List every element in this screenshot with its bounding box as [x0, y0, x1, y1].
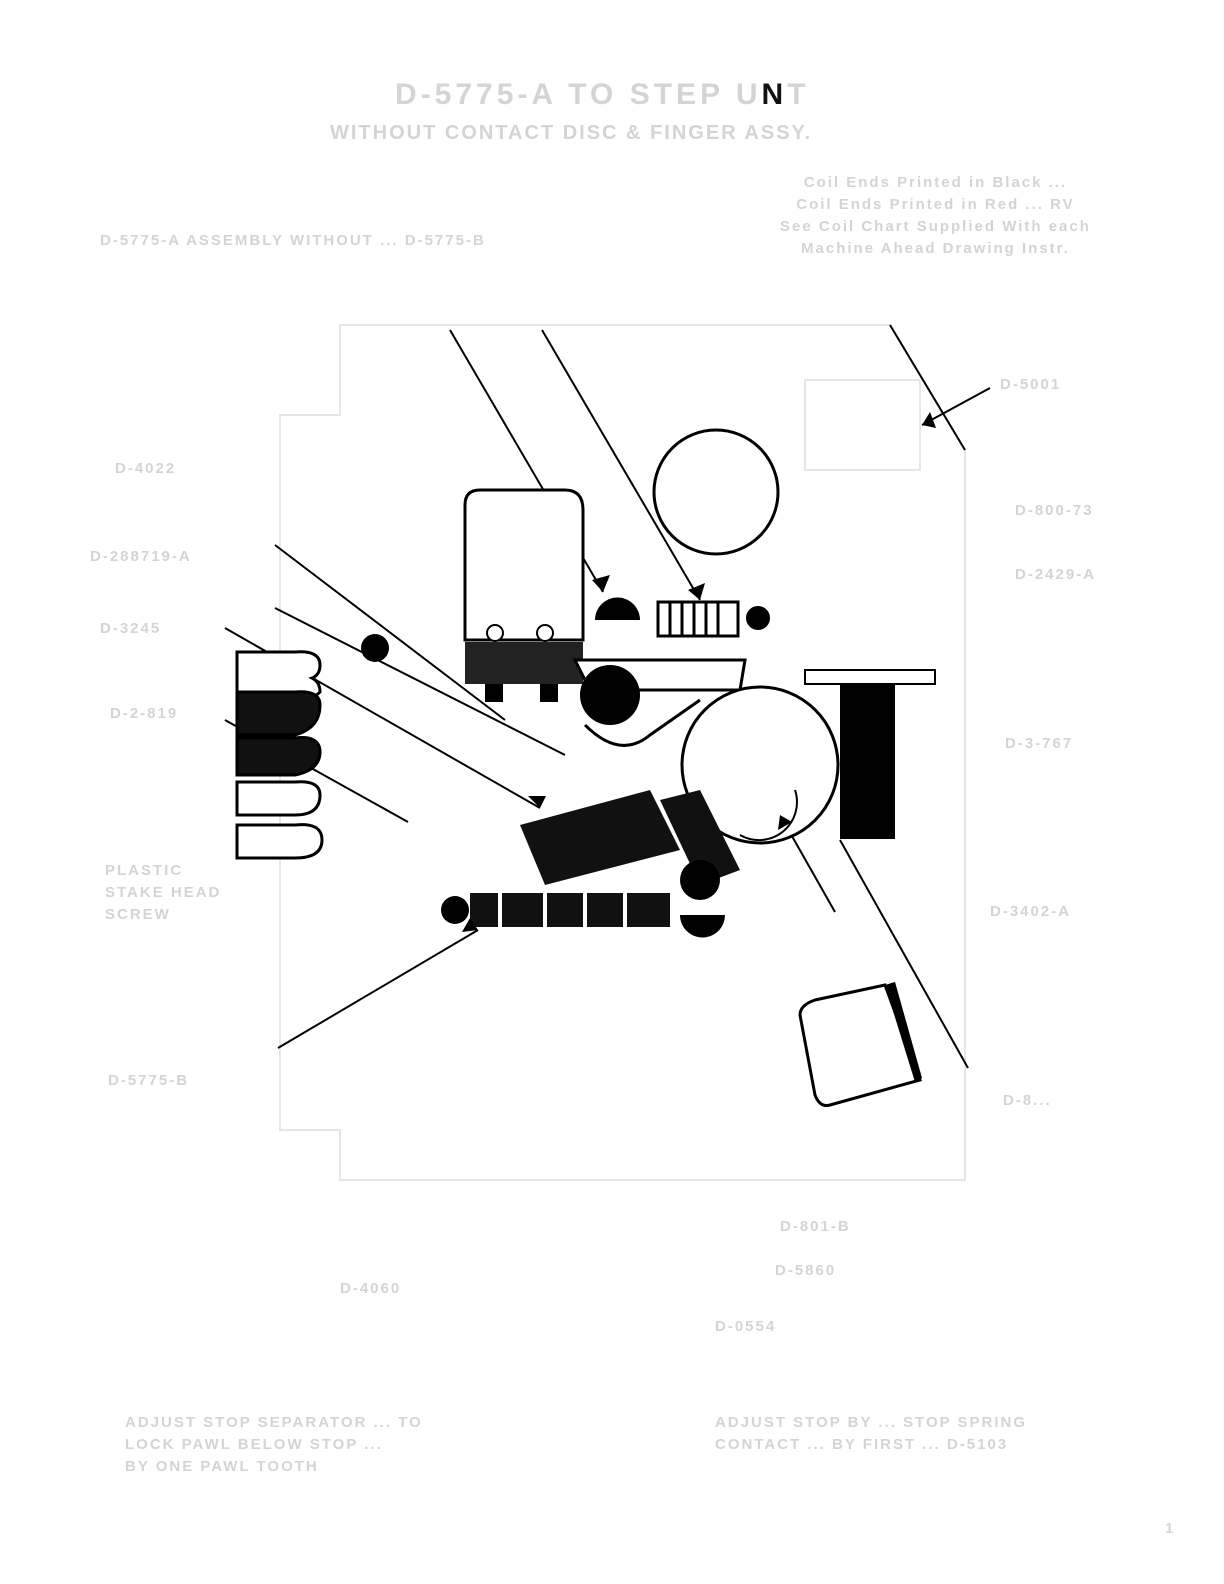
coil-note: Coil Ends Printed in Black ... Coil Ends…: [780, 174, 1091, 257]
spring-upper: [595, 597, 770, 638]
pawl-block: [520, 790, 740, 900]
left-note: D-5775-A ASSEMBLY WITHOUT ... D-5775-B: [100, 232, 486, 249]
bracket-plate: [804, 669, 936, 685]
label-bottom-2: D-801-B: [780, 1218, 851, 1235]
label-right-4: D-3-767: [1005, 735, 1074, 752]
label-right-5: D-3402-A: [990, 903, 1072, 920]
page-title: D-5775-A TO STEP UNT: [395, 78, 810, 111]
label-right-2: D-800-73: [1015, 502, 1094, 519]
armature: [572, 658, 747, 747]
pivot-dot: [361, 634, 389, 662]
disc-arc: [739, 789, 798, 842]
label-right-1: D-5001: [1000, 376, 1062, 393]
bracket: [840, 684, 895, 839]
spring-lower: [441, 893, 725, 938]
label-left-3: D-3245: [100, 620, 162, 637]
label-bottom-1: D-4060: [340, 1280, 402, 1297]
label-bottom-3: D-5860: [775, 1262, 837, 1279]
coil: [463, 488, 585, 702]
label-left-6: D-5775-B: [108, 1072, 190, 1089]
label-right-3: D-2429-A: [1015, 566, 1097, 583]
ratchet-wheel: [652, 428, 780, 556]
label-left-4: D-2-819: [110, 705, 179, 722]
page-number: 1: [1165, 1520, 1176, 1537]
arrowheads: [462, 412, 936, 932]
label-left-2: D-288719-A: [90, 548, 192, 565]
cam-block: [798, 982, 922, 1107]
label-left-1: D-4022: [115, 460, 177, 477]
page-subtitle: WITHOUT CONTACT DISC & FINGER ASSY.: [330, 122, 813, 144]
footer-note-left: ADJUST STOP SEPARATOR ... TO LOCK PAWL B…: [125, 1414, 423, 1475]
terminal-strip: [235, 650, 324, 860]
step-disc: [680, 685, 840, 845]
label-bottom-4: D-0554: [715, 1318, 777, 1335]
label-right-6: D-8...: [1003, 1092, 1052, 1109]
footer-note-right: ADJUST STOP BY ... STOP SPRING CONTACT .…: [715, 1414, 1028, 1453]
label-left-5: PLASTIC STAKE HEAD SCREW: [105, 862, 222, 923]
